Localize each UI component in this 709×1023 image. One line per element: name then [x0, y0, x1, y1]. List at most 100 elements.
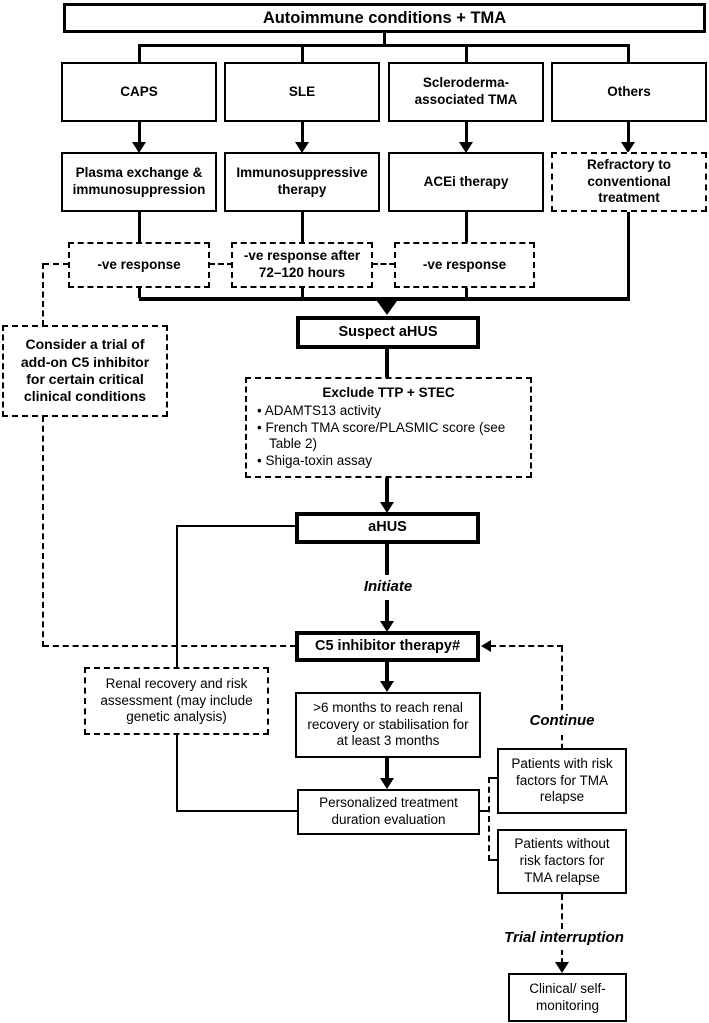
dashed-personalized-bracket — [480, 810, 490, 812]
node-patients-without-risk-label: Patients without risk factors for TMA re… — [514, 836, 610, 885]
connector-response2-collector — [301, 286, 304, 298]
dashed-response1-response2 — [209, 263, 233, 265]
node-plasma-exchange: Plasma exchange & immunosuppression — [61, 152, 217, 212]
node-exclude-ttp-stec: Exclude TTP + STEC ADAMTS13 activity Fre… — [245, 377, 532, 478]
connector-collector-horizontal — [139, 297, 630, 301]
edge-label-initiate: Initiate — [359, 578, 417, 595]
arrowhead-caps-plasma — [132, 142, 146, 153]
node-acei-therapy: ACEi therapy — [388, 152, 544, 212]
dashed-consider-down — [42, 416, 44, 647]
arrowhead-scleroderma-acei — [459, 142, 473, 153]
node-personalized-duration: Personalized treatment duration evaluati… — [297, 789, 480, 835]
arrowhead-c5-months6 — [380, 681, 394, 692]
node-acei-therapy-label: ACEi therapy — [423, 173, 509, 189]
node-personalized-duration-label: Personalized treatment duration evaluati… — [319, 795, 458, 827]
arrowhead-exclude-ahus — [380, 502, 394, 513]
node-title: Autoimmune conditions + TMA — [63, 3, 706, 33]
arrowhead-others-refractory — [621, 142, 635, 153]
node-renal-recovery-assessment-label: Renal recovery and risk assessment (may … — [100, 675, 253, 725]
node-ahus: aHUS — [295, 512, 480, 544]
connector-months6-personalized — [385, 757, 389, 779]
dashed-consider-c5 — [43, 645, 296, 647]
node-immunosuppressive-therapy-label: Immunosuppressive therapy — [236, 165, 368, 197]
node-caps-label: CAPS — [120, 83, 158, 99]
connector-drop-others — [627, 46, 630, 63]
node-plasma-exchange-label: Plasma exchange & immunosuppression — [72, 165, 206, 197]
node-patients-with-risk: Patients with risk factors for TMA relap… — [497, 748, 627, 814]
node-scleroderma-tma: Scleroderma-associated TMA — [388, 62, 544, 122]
node-six-months-recovery-label: >6 months to reach renal recovery or sta… — [307, 699, 469, 749]
connector-acei-response — [465, 210, 468, 243]
dashed-response1-left — [43, 263, 69, 265]
connector-plasma-response — [138, 210, 141, 243]
dashed-bracket-to-with — [488, 777, 498, 779]
node-response-1-label: -ve response — [97, 256, 181, 272]
connector-initiate-c5 — [385, 600, 389, 622]
connector-ahus-initiate — [385, 542, 389, 575]
connector-ahus-left-horizontal — [176, 525, 295, 527]
node-patients-with-risk-label: Patients with risk factors for TMA relap… — [511, 755, 613, 805]
arrowhead-months6-personalized — [380, 778, 394, 789]
node-title-label: Autoimmune conditions + TMA — [262, 8, 507, 27]
dashed-trialinterruption-down — [561, 950, 563, 963]
connector-c5-months6 — [385, 661, 389, 682]
arrowhead-clinical — [555, 962, 569, 973]
arrow-scleroderma-acei — [465, 121, 468, 145]
node-others: Others — [551, 62, 707, 122]
arrowhead-continue-c5 — [481, 640, 491, 652]
dashed-continue-vertical-top — [561, 646, 563, 710]
dashed-response2-response3 — [372, 263, 395, 265]
node-refractory-label: Refractory to conventional treatment — [586, 156, 672, 206]
dashed-continue-horizontal — [490, 645, 563, 647]
connector-tree-horizontal — [138, 44, 630, 47]
arrowhead-sle-immuno — [295, 142, 309, 153]
node-ahus-label: aHUS — [368, 519, 407, 536]
exclude-heading: Exclude TTP + STEC — [322, 385, 455, 401]
connector-personalized-left-horizontal — [176, 810, 297, 812]
connector-response1-collector — [138, 286, 141, 298]
node-response-2: -ve response after 72–120 hours — [231, 242, 373, 288]
exclude-bullet-shiga: Shiga-toxin assay — [257, 453, 520, 470]
node-response-3: -ve response — [394, 242, 535, 288]
connector-suspect-exclude — [385, 347, 389, 378]
node-renal-recovery-assessment: Renal recovery and risk assessment (may … — [84, 667, 269, 735]
arrowhead-initiate-c5 — [380, 621, 394, 632]
node-clinical-self-monitoring-label: Clinical/ self-monitoring — [529, 980, 606, 1013]
connector-immuno-response — [301, 210, 304, 243]
arrow-caps-plasma — [138, 121, 141, 145]
node-immunosuppressive-therapy: Immunosuppressive therapy — [224, 152, 380, 212]
node-c5-inhibitor-therapy-label: C5 inhibitor therapy# — [314, 637, 461, 654]
node-clinical-self-monitoring: Clinical/ self-monitoring — [508, 973, 627, 1022]
connector-drop-scleroderma — [465, 46, 468, 63]
connector-refractory-collector — [627, 211, 630, 298]
node-suspect-ahus-label: Suspect aHUS — [338, 323, 438, 340]
dashed-left-down-to-consider — [42, 263, 44, 326]
node-scleroderma-tma-label: Scleroderma-associated TMA — [414, 75, 518, 107]
connector-drop-caps — [138, 46, 141, 63]
exclude-bullet-scores: French TMA score/PLASMIC score (see Tabl… — [257, 420, 520, 453]
node-others-label: Others — [607, 83, 651, 99]
connector-response3-collector — [465, 286, 468, 298]
dashed-without-down — [561, 894, 563, 929]
arrowhead-suspect-ahus — [377, 301, 397, 315]
dashed-continue-vertical-bottom — [561, 735, 563, 749]
edge-label-continue: Continue — [525, 712, 599, 729]
arrow-sle-immuno — [301, 121, 304, 145]
node-refractory: Refractory to conventional treatment — [551, 152, 707, 212]
node-response-1: -ve response — [68, 242, 210, 288]
node-response-3-label: -ve response — [422, 256, 507, 272]
dashed-bracket-vertical — [488, 777, 490, 861]
node-c5-inhibitor-therapy: C5 inhibitor therapy# — [295, 631, 480, 662]
arrow-others-refractory — [627, 121, 630, 145]
node-consider-c5-trial: Consider a trial of add-on C5 inhibitor … — [2, 325, 168, 417]
connector-exclude-ahus — [385, 477, 389, 503]
exclude-bullet-adamts13: ADAMTS13 activity — [257, 403, 520, 420]
dashed-bracket-to-without — [488, 859, 498, 861]
node-sle-label: SLE — [288, 83, 316, 99]
node-response-2-label: -ve response after 72–120 hours — [243, 248, 361, 280]
node-consider-c5-trial-label: Consider a trial of add-on C5 inhibitor … — [20, 336, 150, 405]
node-six-months-recovery: >6 months to reach renal recovery or sta… — [295, 692, 481, 758]
connector-drop-sle — [301, 46, 304, 63]
node-suspect-ahus: Suspect aHUS — [296, 316, 480, 349]
